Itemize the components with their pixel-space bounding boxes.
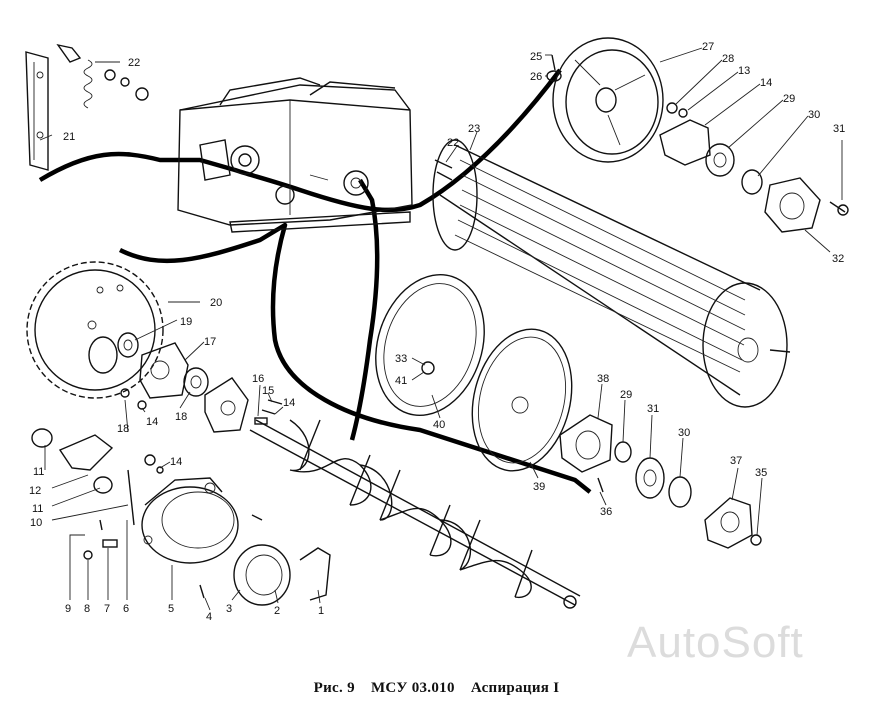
callout-31-top: 30 [808,109,820,121]
end-disc-38 [471,328,573,472]
pulley-28 [552,37,664,163]
callout-32: 31 [833,123,845,135]
callout-35: 37 [730,455,742,467]
callout-34: 35 [755,467,767,479]
callout-37: 36 [600,506,612,518]
callout-16: 15 [262,385,274,397]
key-25 [434,159,453,181]
caption-code: МСУ 03.010 [370,680,455,696]
callout-4: 4 [206,611,212,623]
callout-10: 10 [30,517,42,529]
watermark: AutoSoft [627,618,804,667]
nuts-13-14 [120,388,164,474]
callout-15: 14 [283,397,295,409]
callout-28: 27 [702,41,714,53]
callout-26: 23 [468,123,480,135]
callout-22: 21 [63,131,75,143]
callout-13-top: 28 [722,53,734,65]
callout-5: 5 [168,603,174,615]
bearing-set-top [659,102,763,195]
callout-7: 7 [104,603,110,615]
leader-lines [39,47,843,611]
callout-30-low: 31 [647,403,659,415]
callout-30-top: 29 [783,93,795,105]
callout-11b: 11 [32,503,43,515]
callout-18: 17 [204,336,216,348]
callout-1: 1 [318,605,324,617]
cross-belt [349,178,380,441]
callout-19: 18 [175,411,187,423]
auger-shaft [249,419,581,609]
callout-14a: 14 [146,416,158,428]
bearing-set-lower [559,414,692,508]
callout-3: 3 [226,603,232,615]
bearing-housing-5 [141,477,263,564]
figure-caption: Рис. 9 МСУ 03.010 Аспирация I [0,680,873,697]
callout-31-low: 29 [620,389,632,401]
drum-26 [432,139,791,408]
callout-29-top: 14 [760,77,772,89]
sprocket-21 [26,261,164,399]
bolts-7-9 [83,519,205,599]
callout-2: 2 [274,605,280,617]
callout-12: 12 [29,485,41,497]
callout-17: 16 [252,373,264,385]
callout-14b: 14 [170,456,182,468]
fan-housing [177,77,413,233]
callout-20: 19 [180,316,192,328]
caption-title: Аспирация I [470,680,560,696]
spring-23 [56,43,149,109]
callout-6: 6 [123,603,129,615]
callout-8: 8 [84,603,90,615]
callout-11a: 11 [33,466,44,478]
callout-39: 40 [433,419,445,431]
bearing-cover-33 [764,177,849,233]
callout-labels: 22 21 20 19 17 18 16 15 14 18 14 14 11 1… [29,41,845,623]
callout-23: 22 [128,57,140,69]
pins-15-17 [254,399,283,425]
callout-38: 39 [533,481,545,493]
callout-21: 20 [210,297,222,309]
callout-41: 33 [395,353,407,365]
caption-figure: Рис. 9 [313,680,355,696]
callout-27: 25 [530,51,542,63]
seal-3 [233,544,331,606]
callout-29-low: 38 [597,373,609,385]
callout-13: 18 [117,423,129,435]
cover-35 [704,497,762,549]
callout-40: 41 [395,375,407,387]
long-belt [118,222,592,494]
hub-20 [117,332,139,358]
upper-belt [38,68,562,213]
callout-36: 30 [678,427,690,439]
callout-9: 9 [65,603,71,615]
callout-14-top: 13 [738,65,750,77]
callout-33: 32 [832,253,844,265]
gasket-39 [375,273,485,417]
flange-18 [139,342,249,433]
bushing-11 [31,428,135,526]
callout-41-top: 26 [530,71,542,83]
callout-25: 22 [447,137,459,149]
bracket-22 [25,51,49,171]
